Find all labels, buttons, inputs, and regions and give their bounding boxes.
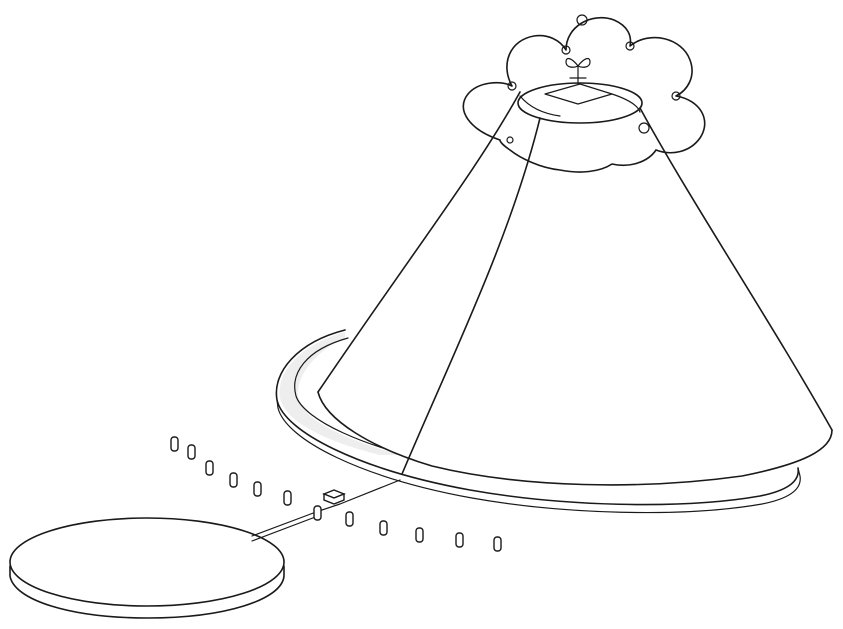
post [284,491,291,505]
post [188,445,195,459]
cone-body [318,85,832,485]
post-row-lower [346,512,501,551]
post [314,506,321,520]
disc-top [10,518,284,606]
rail-line-lower [252,516,318,541]
post [206,461,213,475]
post [346,512,353,526]
post [230,473,237,487]
sprout-icon [566,59,590,68]
post [416,528,423,542]
post-row-upper [171,437,321,520]
post [456,533,463,547]
rail-line [252,480,400,536]
floor-disc [10,518,284,618]
post [494,537,501,551]
cone-surface [318,85,832,483]
connecting-rail [252,480,400,541]
post [254,482,261,496]
post [171,437,178,451]
post [380,521,387,535]
